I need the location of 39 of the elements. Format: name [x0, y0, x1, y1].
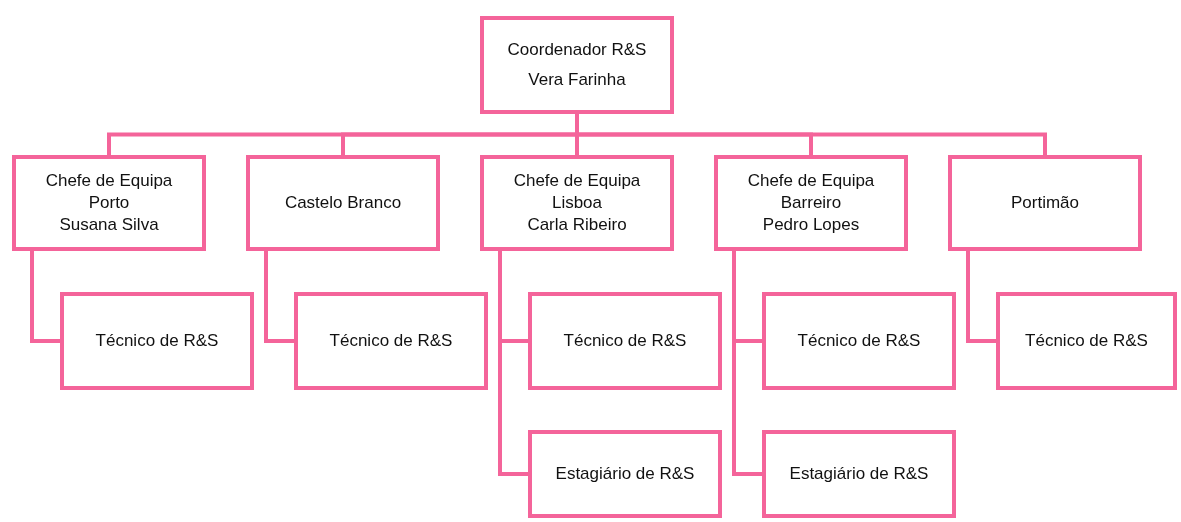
box-label: Estagiário de R&S — [555, 462, 695, 485]
org-box — [294, 292, 488, 390]
box-label: Chefe de Equipa — [45, 169, 173, 192]
box-label: Porto — [88, 191, 130, 214]
box-label: Técnico de R&S — [563, 329, 687, 352]
box-label: Carla Ribeiro — [527, 214, 627, 237]
connector-line — [498, 251, 528, 476]
org-box — [762, 430, 956, 518]
org-box — [480, 155, 674, 251]
box-label: Coordenador R&S — [507, 38, 647, 61]
connector-line — [966, 251, 996, 343]
org-box — [948, 155, 1142, 251]
box-label: Técnico de R&S — [329, 329, 453, 352]
box-label: Susana Silva — [59, 214, 159, 237]
box-label: Portimão — [1011, 191, 1079, 214]
box-label: Chefe de Equipa — [513, 169, 641, 192]
org-box — [714, 155, 908, 251]
box-label: Pedro Lopes — [762, 214, 860, 237]
connector-line — [264, 251, 294, 343]
box-label: Vera Farinha — [528, 69, 626, 91]
box-label: Lisboa — [551, 191, 603, 214]
box-label: Castelo Branco — [284, 191, 402, 214]
org-box — [528, 430, 722, 518]
org-box — [246, 155, 440, 251]
org-box — [762, 292, 956, 390]
connector-line — [732, 251, 762, 476]
org-box — [528, 292, 722, 390]
org-box — [60, 292, 254, 390]
connector-line — [575, 114, 1047, 155]
box-label: Técnico de R&S — [797, 329, 921, 352]
connector-line — [30, 251, 60, 343]
box-label: Técnico de R&S — [95, 329, 219, 352]
org-box — [12, 155, 206, 251]
org-box — [480, 16, 674, 114]
box-label: Barreiro — [780, 191, 842, 214]
org-box — [996, 292, 1177, 390]
box-label: Chefe de Equipa — [747, 169, 875, 192]
box-label: Técnico de R&S — [1025, 329, 1148, 352]
box-label: Estagiário de R&S — [789, 462, 929, 485]
